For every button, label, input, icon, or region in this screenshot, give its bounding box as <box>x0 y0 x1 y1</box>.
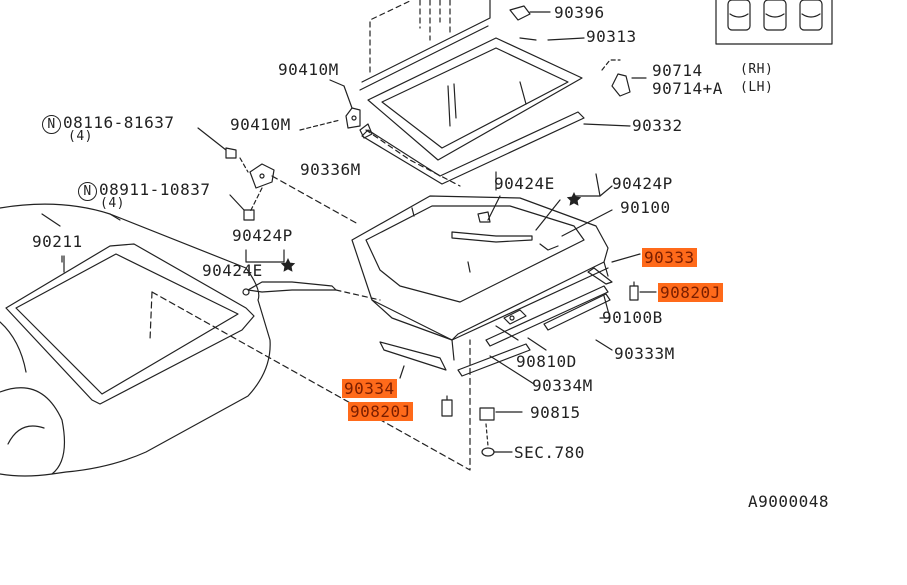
stopper-90396 <box>509 5 551 21</box>
label-90211: 90211 <box>32 232 83 251</box>
n-symbol-1: N <box>42 115 61 134</box>
n-symbol-2: N <box>78 182 97 201</box>
label-90714-lh: 90714+A <box>652 79 723 98</box>
liftgate-panel <box>351 195 609 361</box>
label-90100: 90100 <box>620 198 671 217</box>
label-90714-rh: 90714 <box>652 61 703 80</box>
gas-strut-left <box>242 249 381 301</box>
label-90424e-top: 90424E <box>494 174 555 193</box>
label-90815: 90815 <box>530 403 581 422</box>
clip-90336m <box>359 123 461 187</box>
strip-90333m <box>543 293 613 351</box>
label-90410m-mid: 90410M <box>230 115 291 134</box>
roof-frame-ghost <box>369 0 451 73</box>
leader-lines <box>61 37 613 263</box>
hinge-top <box>343 85 361 129</box>
strip-90334 <box>379 341 447 379</box>
label-90820j-left-highlighted: 90820J <box>348 402 413 421</box>
guide-line <box>151 291 471 471</box>
label-90333m: 90333M <box>614 344 675 363</box>
label-bolt-1-code: 08116-81637 <box>63 113 175 132</box>
label-rh: (RH) <box>740 62 774 77</box>
label-bolt-1-qty: (4) <box>68 129 93 144</box>
label-90424p-left: 90424P <box>232 226 293 245</box>
label-90313: 90313 <box>586 27 637 46</box>
strip-90334m <box>457 343 535 385</box>
sec780-ref <box>481 447 513 457</box>
label-90424p-top: 90424P <box>612 174 673 193</box>
weatherstrip-90332 <box>361 111 631 185</box>
label-sec780: SEC.780 <box>514 443 585 462</box>
label-90820j-right-highlighted: 90820J <box>658 283 723 302</box>
label-90424e-left: 90424E <box>202 261 263 280</box>
label-90333-highlighted: 90333 <box>642 248 697 267</box>
star-markers <box>280 192 582 272</box>
label-90334-highlighted: 90334 <box>342 379 397 398</box>
figure-id: A9000048 <box>748 492 830 511</box>
label-bolt-2-qty: (4) <box>100 196 125 211</box>
garnish-90100b <box>485 285 611 347</box>
label-90332: 90332 <box>632 116 683 135</box>
clip-90820j-left <box>441 395 453 417</box>
hinge-left <box>197 127 359 225</box>
gas-strut-top <box>451 195 613 243</box>
bumper-90815 <box>479 407 523 447</box>
car-body <box>0 203 271 477</box>
roof-rail <box>359 0 491 91</box>
clip-90714 <box>601 59 647 97</box>
label-90336m: 90336M <box>300 160 361 179</box>
lock-90810d <box>495 309 547 351</box>
label-90396: 90396 <box>554 3 605 22</box>
label-90810d: 90810D <box>516 352 577 371</box>
rear-glass <box>367 37 585 161</box>
label-bolt-2-code: 08911-10837 <box>99 180 211 199</box>
label-90100b: 90100B <box>602 308 663 327</box>
strip-90333 <box>587 253 641 285</box>
clip-90820j-right <box>629 281 657 301</box>
label-lh: (LH) <box>740 80 774 95</box>
inset-box <box>715 0 833 45</box>
label-90410m-top: 90410M <box>278 60 339 79</box>
label-90334m: 90334M <box>532 376 593 395</box>
